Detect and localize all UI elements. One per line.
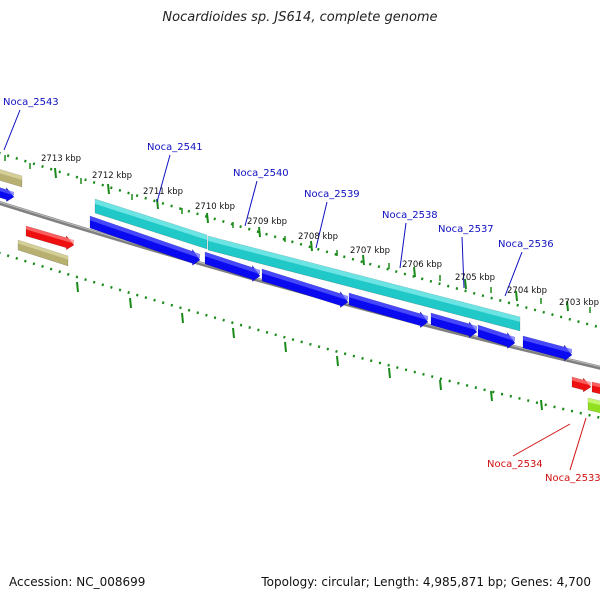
blue-cds-bar-3-bevel: [262, 269, 348, 301]
topology-summary: Topology: circular; Length: 4,985,871 bp…: [261, 575, 591, 589]
inner-scale-track: [0, 251, 600, 419]
gene-label: Noca_2536: [498, 239, 554, 250]
tick-label: 2704 kbp: [507, 286, 547, 296]
major-tick: [413, 266, 416, 278]
inner-major-tick: [388, 367, 391, 379]
blue-cds-bar-4-bevel: [349, 293, 428, 321]
inner-major-tick: [76, 281, 79, 293]
tick-labels: 2713 kbp 2712 kbp 2711 kbp 2710 kbp 2709 kbp…: [41, 154, 599, 308]
olive-gene-bar-1: [0, 169, 23, 188]
tick-label: 2707 kbp: [350, 246, 390, 256]
major-tick: [566, 300, 569, 312]
label-pointer-line: [504, 251, 523, 297]
olive-gene-bar-1-bevel: [0, 169, 22, 180]
cyan-cds-bar-2-bevel: [208, 236, 520, 322]
label-pointer-line: [399, 222, 407, 269]
gene-label: Noca_2537: [438, 224, 494, 235]
red-gene-bar-2-bevel: [572, 377, 591, 386]
cyan-cds-bar-2: [207, 235, 521, 332]
lime-gene-bar-bevel: [588, 398, 600, 406]
label-pointer-line: [244, 180, 258, 227]
major-tick: [515, 290, 518, 302]
gene-label: Noca_2534: [487, 459, 543, 470]
red-gene-bar-2: [571, 376, 592, 393]
tick-label: 2706 kbp: [402, 260, 442, 270]
tick-label: 2705 kbp: [455, 273, 495, 283]
gene-label: Noca_2540: [233, 168, 289, 179]
blue-cds-bar-edge-bevel: [0, 187, 14, 196]
gene-labels: Noca_2543Noca_2541Noca_2540Noca_2539Noca…: [3, 97, 600, 484]
red-gene-bar-3: [591, 381, 600, 395]
label-pointer-line: [315, 201, 328, 249]
major-tick: [206, 212, 209, 224]
label-pointer-line: [512, 423, 571, 457]
cyan-cds-bar-1: [94, 198, 208, 250]
label-pointer-line: [3, 109, 21, 151]
blue-cds-bar-7: [522, 335, 573, 362]
olive-gene-bar-2: [17, 239, 69, 267]
tick-label: 2713 kbp: [41, 154, 81, 164]
blue-cds-bar-6: [477, 324, 516, 350]
inner-major-tick: [336, 355, 339, 367]
label-pointer-line: [569, 417, 587, 471]
major-tick: [362, 254, 365, 266]
red-gene-bar-3-bevel: [592, 382, 600, 388]
gene-label: Noca_2538: [382, 210, 438, 221]
major-tick: [54, 167, 57, 179]
blue-cds-bar-edge: [0, 186, 15, 203]
tick-label: 2703 kbp: [559, 298, 599, 308]
accession-text: Accession: NC_008699: [9, 575, 146, 589]
gene-features: [0, 169, 600, 414]
major-tick: [464, 278, 467, 290]
gene-label: Noca_2543: [3, 97, 59, 108]
blue-cds-bar-5: [430, 312, 478, 339]
blue-cds-bar-6-bevel: [478, 325, 515, 342]
gene-label: Noca_2539: [304, 189, 360, 200]
inner-major-tick: [284, 341, 287, 353]
outer-scale-track: [0, 151, 600, 329]
tick-label: 2712 kbp: [92, 171, 132, 181]
map-title: Nocardioides sp. JS614, complete genome: [162, 10, 438, 25]
lime-gene-bar: [587, 397, 600, 414]
tick-label: 2710 kbp: [195, 202, 235, 212]
blue-cds-bar-2-bevel: [205, 252, 260, 275]
inner-major-tick: [490, 390, 493, 402]
blue-cds-bar-1-bevel: [90, 216, 200, 259]
major-tick: [107, 183, 110, 195]
blue-cds-bar-4: [348, 292, 429, 329]
label-pointer-line: [461, 236, 465, 289]
blue-cds-bar-3: [261, 268, 349, 309]
label-pointer-line: [156, 154, 171, 203]
label-lines: [3, 109, 587, 471]
inner-major-tick: [129, 297, 132, 309]
red-gene-bar-1: [25, 225, 75, 251]
major-ticks: [54, 167, 569, 411]
tick-label: 2708 kbp: [298, 232, 338, 242]
tick-label: 2709 kbp: [247, 217, 287, 227]
tick-label: 2711 kbp: [143, 187, 183, 197]
olive-gene-bar-2-bevel: [18, 240, 68, 260]
red-gene-bar-1-bevel: [26, 226, 74, 244]
cyan-cds-bar-1-bevel: [95, 199, 207, 240]
inner-major-tick: [232, 327, 235, 339]
blue-cds-bar-1: [89, 215, 201, 266]
inner-major-tick: [181, 312, 184, 324]
major-tick: [258, 226, 261, 238]
inner-major-tick: [540, 399, 543, 411]
blue-cds-bar-2: [204, 251, 261, 283]
gene-label: Noca_2541: [147, 142, 203, 153]
gene-label: Noca_2533: [545, 473, 600, 484]
major-tick: [310, 240, 313, 252]
minor-ticks: [4, 155, 591, 313]
inner-major-tick: [439, 379, 442, 391]
blue-cds-bar-7-bevel: [523, 336, 572, 354]
blue-cds-bar-5-bevel: [431, 313, 477, 331]
